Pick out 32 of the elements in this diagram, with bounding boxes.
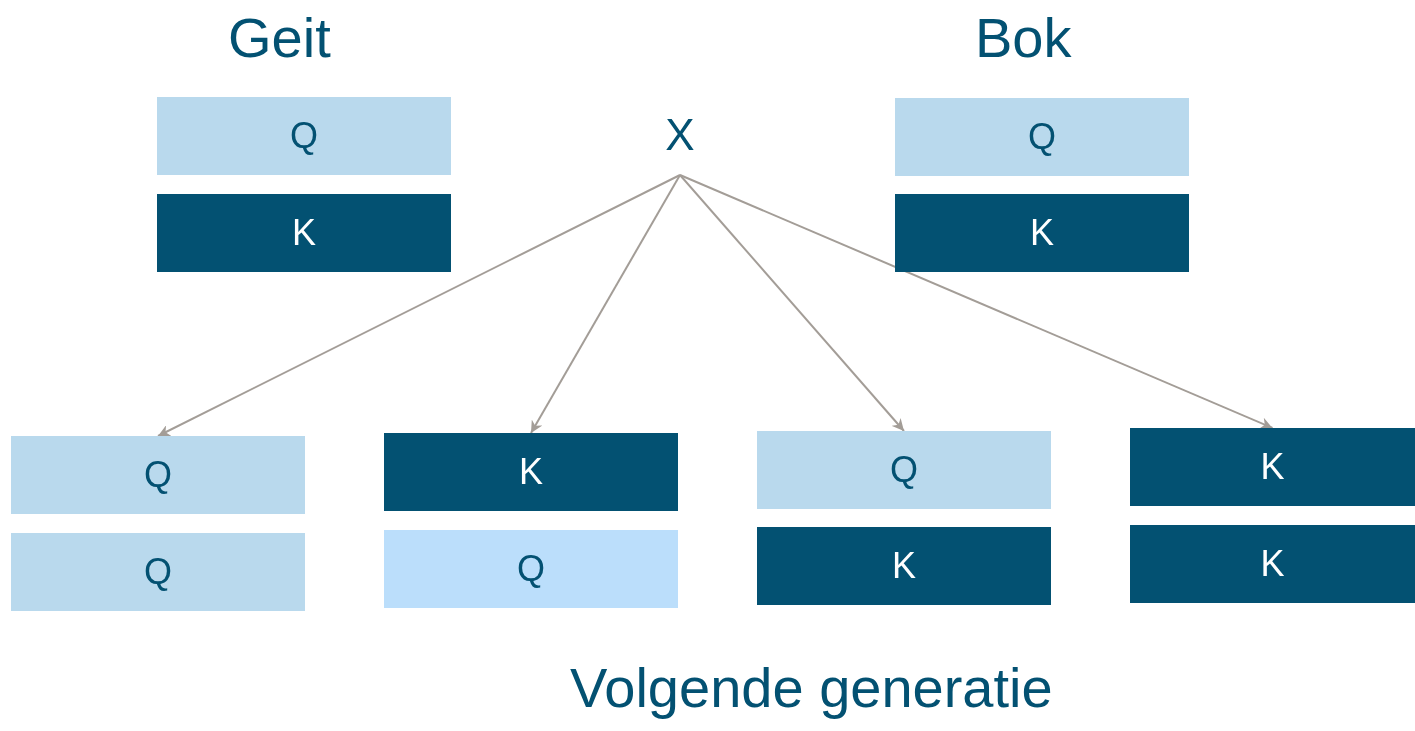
gene-label: Q	[517, 548, 545, 590]
gene-label: K	[892, 545, 916, 587]
gene-label: Q	[1028, 116, 1056, 158]
gene-box	[157, 97, 451, 175]
arrow	[530, 174, 681, 434]
gene-box	[384, 433, 678, 511]
group-heading: Geit	[228, 5, 331, 70]
gene-box	[895, 194, 1189, 272]
gene-box	[384, 530, 678, 608]
gene-box	[757, 431, 1051, 509]
gene-box	[757, 527, 1051, 605]
gene-label: K	[519, 451, 543, 493]
gene-label: Q	[890, 449, 918, 491]
gene-label: K	[1260, 543, 1285, 585]
gene-box	[1130, 428, 1415, 506]
arrow	[679, 174, 905, 432]
gene-label: Q	[144, 551, 172, 593]
gene-box	[11, 533, 305, 611]
cross-symbol: X	[665, 110, 695, 160]
gene-label: K	[292, 212, 316, 254]
arrow	[157, 174, 681, 437]
gene-label: K	[1030, 212, 1054, 254]
group-heading: Bok	[975, 5, 1072, 70]
gene-label: Q	[144, 454, 172, 496]
caption-text: Volgende generatie	[570, 655, 1053, 720]
gene-box	[895, 98, 1189, 176]
gene-box	[157, 194, 451, 272]
arrow	[679, 174, 1274, 429]
gene-label: K	[1260, 446, 1285, 488]
gene-box	[11, 436, 305, 514]
gene-label: Q	[290, 115, 318, 157]
gene-box	[1130, 525, 1415, 603]
